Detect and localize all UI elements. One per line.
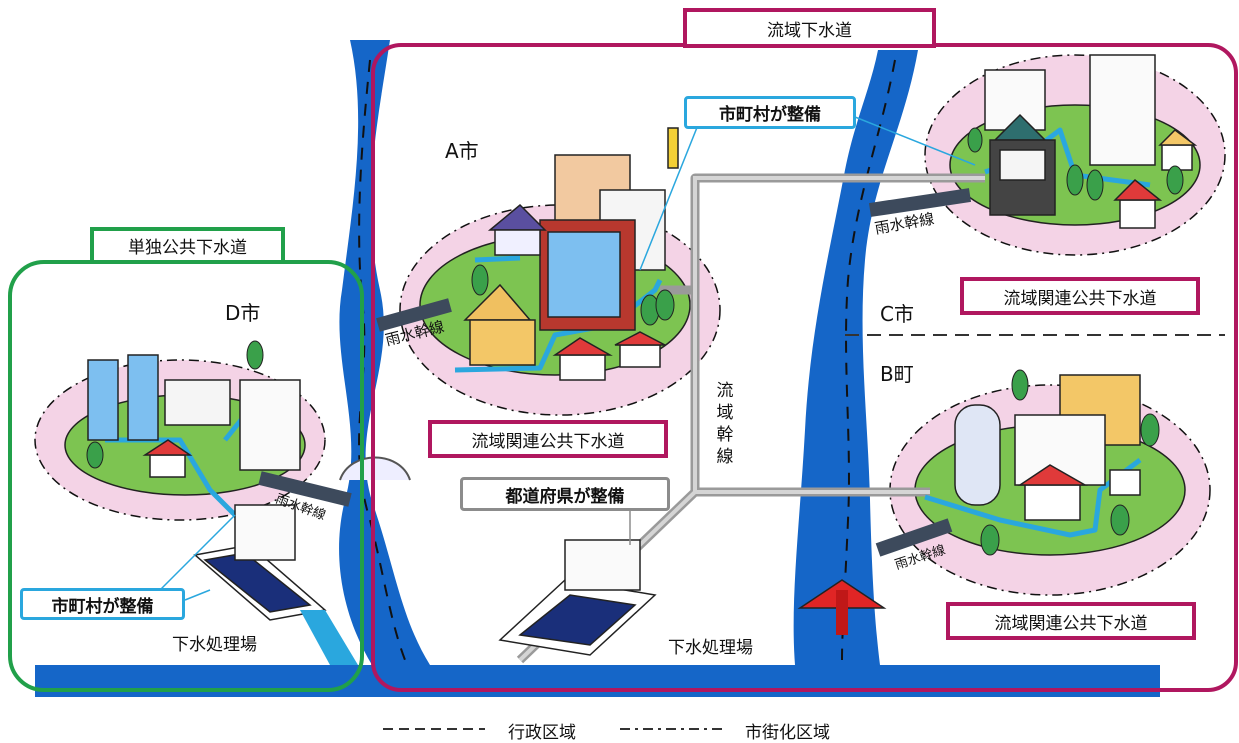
treatment-plant-main-label: 下水処理場	[668, 638, 753, 658]
legend-admin-label: 行政区域	[508, 723, 576, 743]
regional-sewerage-title: 流域下水道	[683, 8, 936, 48]
city-d-label: D市	[225, 301, 261, 325]
river-right	[793, 50, 918, 665]
rain-trunk-pipes	[258, 188, 972, 557]
city-a-label: A市	[445, 139, 479, 163]
buildings-a	[463, 127, 679, 381]
treatment-plant-d-label: 下水処理場	[172, 635, 257, 655]
callout-pointers	[159, 114, 976, 601]
municipality-builds-callout-a: 市町村が整備	[684, 96, 856, 129]
outflow-d	[300, 610, 358, 665]
related-sewerage-c: 流域関連公共下水道	[960, 277, 1200, 315]
related-sewerage-a: 流域関連公共下水道	[428, 420, 668, 458]
buildings-c	[984, 54, 1198, 229]
treatment-plant-main	[498, 539, 657, 656]
single-sewerage-title: 単独公共下水道	[90, 227, 285, 264]
city-b-label: B町	[880, 362, 914, 386]
river-bottom	[35, 665, 1160, 697]
weir-icon	[797, 579, 887, 635]
treatment-plant-d	[193, 504, 327, 621]
municipality-builds-callout-d: 市町村が整備	[20, 588, 185, 620]
buildings-b	[954, 374, 1141, 521]
legend-urban-label: 市街化区域	[745, 723, 830, 743]
trees	[86, 127, 1184, 556]
buildings-d	[87, 354, 301, 478]
prefecture-builds-callout: 都道府県が整備	[460, 477, 670, 511]
related-sewerage-b: 流域関連公共下水道	[946, 602, 1196, 640]
city-c-label: C市	[880, 302, 914, 326]
trunk-line-label: 流域幹線	[716, 381, 734, 467]
